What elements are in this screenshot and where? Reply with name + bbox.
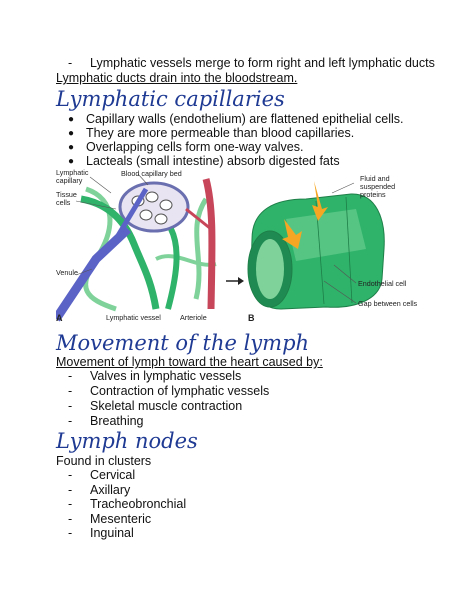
list-item: - Axillary [68,483,130,498]
heading-movement-of-lymph: Movement of the lymph [56,331,310,355]
heading-lymph-nodes: Lymph nodes [56,429,198,453]
movement-subtitle: Movement of lymph toward the heart cause… [56,355,323,369]
list-dash: - [68,369,73,383]
list-item: - Mesenteric [68,512,151,527]
list-item: - Contraction of lymphatic vessels [68,384,269,399]
list-dash: - [68,497,73,511]
bullet-text: They are more permeable than blood capil… [86,126,355,140]
intro-text-1: Lymphatic vessels merge to form right an… [90,56,435,70]
label-fluid-2: suspended [360,182,395,191]
bullet-item: ● Lacteals (small intestine) absorb diges… [68,154,340,169]
lymphatic-capillary-figure: Lymphatic capillary Blood capillary bed … [56,169,428,325]
list-item-text: Cervical [90,468,136,482]
list-item-text: Inguinal [90,526,134,540]
list-dash: - [68,483,73,497]
label-panel-b: B [248,313,255,323]
label-venule: Venule [56,268,78,277]
bullet-icon: ● [68,114,75,125]
list-dash: - [68,468,73,482]
label-gap-between-cells: Gap between cells [358,299,418,308]
list-dash: - [68,399,73,413]
label-lymphatic-vessel: Lymphatic vessel [106,313,161,322]
label-lymphatic-capillary-1: Lymphatic [56,169,89,177]
list-dash: - [68,384,73,398]
list-item-text: Valves in lymphatic vessels [90,369,242,383]
arrow-head-icon [238,277,244,285]
figure-illustration: Lymphatic capillary Blood capillary bed … [56,169,418,323]
intro-line-2: Lymphatic ducts drain into the bloodstre… [56,71,298,85]
list-item: - Inguinal [68,526,134,541]
list-dash: - [68,512,73,526]
list-item: - Cervical [68,468,135,483]
label-endothelial-cell: Endothelial cell [358,279,407,288]
bullet-text: Overlapping cells form one-way valves. [86,140,304,154]
panel-a-drawing [56,173,217,322]
label-blood-capillary-bed: Blood capillary bed [121,169,182,178]
heading-lymphatic-capillaries: Lymphatic capillaries [56,87,285,111]
fluid-arrow-icon [282,219,302,249]
list-item: - Tracheobronchial [68,497,186,512]
list-item-text: Axillary [90,483,131,497]
label-arteriole: Arteriole [180,313,207,322]
list-dash: - [68,526,73,540]
bullet-icon: ● [68,142,75,153]
list-item: - Breathing [68,414,144,429]
bullet-item: ● Capillary walls (endothelium) are flatt… [68,112,404,127]
list-item: - Valves in lymphatic vessels [68,369,241,384]
bullet-item: ● They are more permeable than blood capi… [68,126,354,141]
list-dash: - [68,56,73,70]
label-fluid-1: Fluid and [360,174,390,183]
bullet-icon: ● [68,156,75,167]
bullet-icon: ● [68,128,75,139]
label-tissue-cells-1: Tissue [56,190,77,199]
label-panel-a: A [56,313,63,323]
list-dash: - [68,414,73,428]
label-lymphatic-capillary-2: capillary [56,176,83,185]
label-tissue-cells-2: cells [56,198,71,207]
bullet-text: Capillary walls (endothelium) are flatte… [86,112,404,126]
fluid-arrow-icon [312,181,328,221]
list-item-text: Breathing [90,414,144,428]
list-item-text: Skeletal muscle contraction [90,399,243,413]
list-item: - Skeletal muscle contraction [68,399,242,414]
label-fluid-3: proteins [360,190,386,199]
nodes-subtitle: Found in clusters [56,454,152,468]
intro-line-1: - Lymphatic vessels merge to form right a… [68,56,435,71]
list-item-text: Tracheobronchial [90,497,187,511]
panel-b-drawing [247,181,385,310]
list-item-text: Contraction of lymphatic vessels [90,384,270,398]
bullet-item: ● Overlapping cells form one-way valves. [68,140,303,155]
list-item-text: Mesenteric [90,512,152,526]
bullet-text: Lacteals (small intestine) absorb digest… [86,154,340,168]
